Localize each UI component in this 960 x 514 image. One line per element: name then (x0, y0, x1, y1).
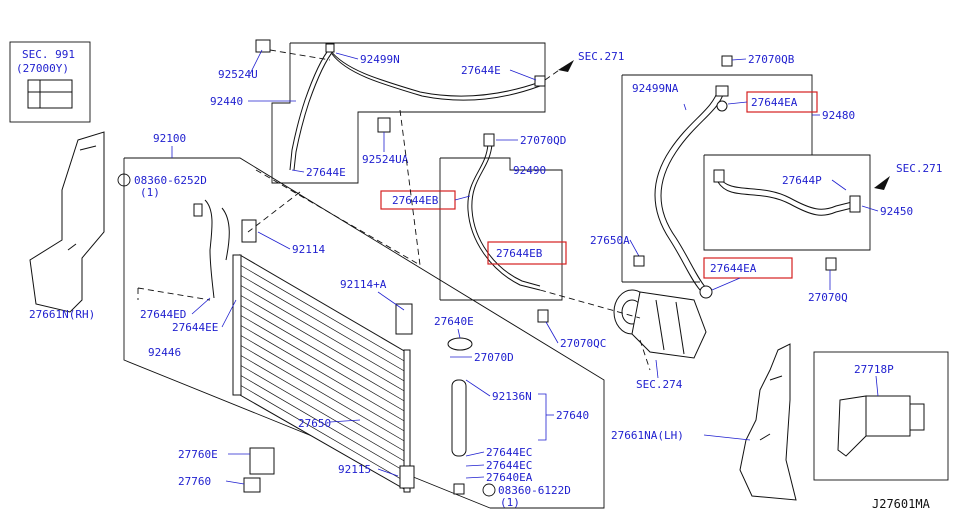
part-27644EB-1: 27644EB (392, 194, 439, 207)
part-92490: 92490 (513, 164, 546, 177)
part-27661NA-LH: 27661NA(LH) (611, 429, 684, 442)
sec274-ref: SEC.274 (636, 378, 683, 391)
upper-pipe-group (255, 39, 546, 184)
part-27661N-RH: 27661N(RH) (29, 308, 95, 321)
part-27644EC-2: 27644EC (486, 459, 532, 472)
part-08360-6122D: 08360-6122D (498, 484, 571, 497)
part-08360-6122D-qty: (1) (500, 496, 520, 509)
part-92499NA: 92499NA (632, 82, 679, 95)
part-92450: 92450 (880, 205, 913, 218)
part-27644P: 27644P (782, 174, 822, 187)
part-27070Q: 27070Q (808, 291, 848, 304)
part-27760: 27760 (178, 475, 211, 488)
part-92114: 92114 (292, 243, 325, 256)
part-27644EE: 27644EE (172, 321, 218, 334)
part-27650: 27650 (298, 417, 331, 430)
part-92114A: 92114+A (340, 278, 387, 291)
screw-symbol-icon (117, 173, 131, 187)
part-27640EA: 27640EA (486, 471, 533, 484)
part-92499N: 92499N (360, 53, 400, 66)
compressor (539, 289, 707, 371)
air-guide-lh (739, 343, 797, 501)
part-92440: 92440 (210, 95, 243, 108)
part-27644EA-2: 27644EA (710, 262, 757, 275)
part-27070QB: 27070QB (748, 53, 795, 66)
part-27644EC-1: 27644EC (486, 446, 532, 459)
pipe-92450-group (703, 154, 871, 251)
part-27718P: 27718P (854, 363, 894, 376)
part-08360-6252D-qty: (1) (140, 186, 160, 199)
sec991-sub-label: (27000Y) (16, 62, 69, 75)
condenser-group (123, 109, 605, 509)
part-27070QC: 27070QC (560, 337, 606, 350)
part-27644ED: 27644ED (140, 308, 186, 321)
diagram-id: J27601MA (872, 497, 931, 511)
part-27718P-group (813, 351, 949, 481)
part-92446: 92446 (148, 346, 181, 359)
highlight-27644EA-2 (703, 257, 793, 279)
pipe-92480-group (621, 55, 813, 299)
part-27640: 27640 (556, 409, 589, 422)
sec271-right-ref: SEC.271 (896, 162, 942, 175)
part-27760E: 27760E (178, 448, 218, 461)
part-08360-6252D: 08360-6252D (134, 174, 207, 187)
part-92136N: 92136N (492, 390, 532, 403)
part-92115: 92115 (338, 463, 371, 476)
part-92480: 92480 (822, 109, 855, 122)
part-92524U: 92524U (218, 68, 258, 81)
part-27644EA-1: 27644EA (751, 96, 798, 109)
part-27644E-mid: 27644E (306, 166, 346, 179)
air-guide-rh (29, 131, 105, 313)
sec991-reference: SEC. 991 (27000Y) (9, 41, 91, 123)
sec991-label: SEC. 991 (22, 48, 75, 61)
part-27650A: 27650A (590, 234, 630, 247)
screw-symbol-icon-2 (482, 483, 496, 497)
highlight-27644EB-2 (487, 241, 567, 265)
part-27070QD: 27070QD (520, 134, 566, 147)
part-27644EB-2: 27644EB (496, 247, 543, 260)
part-92524UA: 92524UA (362, 153, 409, 166)
part-27644E-top: 27644E (461, 64, 501, 77)
pipe-92490-group (439, 133, 563, 301)
part-27070D: 27070D (474, 351, 514, 364)
part-27640E: 27640E (434, 315, 474, 328)
sec271-top-ref: SEC.271 (578, 50, 624, 63)
part-92100: 92100 (153, 132, 186, 145)
